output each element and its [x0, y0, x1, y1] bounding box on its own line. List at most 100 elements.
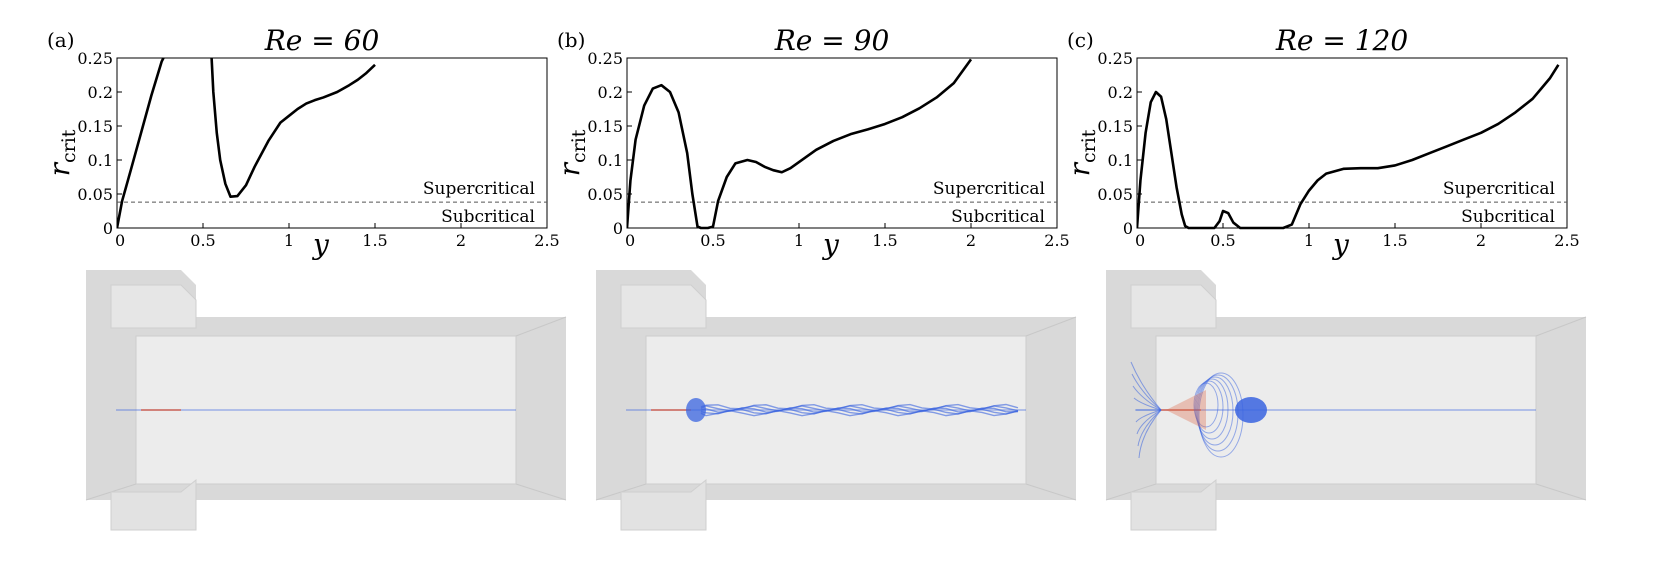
axes-box	[626, 57, 1058, 229]
x-tick-label: 0	[625, 231, 635, 250]
x-tick-label: 2.5	[1044, 231, 1069, 250]
edge-line	[1025, 483, 1077, 501]
vortex-bubble	[686, 398, 706, 422]
edge-line	[1535, 316, 1587, 337]
panel-label: (a)	[47, 28, 75, 52]
inlet-block	[620, 284, 707, 329]
supercritical-label: Supercritical	[423, 179, 535, 199]
y-axis-label: rcrit	[43, 129, 80, 176]
chart-title: Re = 60	[264, 24, 380, 57]
streak-line	[1133, 397, 1162, 411]
x-tick-label: 0.5	[190, 231, 215, 250]
y-tick-label: 0.05	[587, 185, 623, 204]
subcritical-label: Subcritical	[1461, 207, 1555, 227]
channel-interior	[135, 335, 517, 485]
chart-title: Re = 120	[1275, 24, 1408, 57]
y-tick-label: 0.25	[77, 49, 113, 68]
y-tick-label: 0.15	[1097, 117, 1133, 136]
streak-line	[1137, 409, 1162, 447]
x-tick-label: 1	[794, 231, 804, 250]
y-tick-label: 0.1	[598, 151, 623, 170]
y-tick-label: 0.05	[1097, 185, 1133, 204]
x-tick-label: 0	[1135, 231, 1145, 250]
streak-line	[1130, 361, 1162, 411]
subcritical-label: Subcritical	[441, 207, 535, 227]
y-tick-label: 0	[613, 219, 623, 238]
x-tick-label: 2.5	[534, 231, 559, 250]
y-axis-label: rcrit	[553, 129, 590, 176]
flow-view-3	[1105, 270, 1587, 531]
y-tick-label: 0.2	[598, 83, 623, 102]
inlet-block	[1130, 284, 1217, 329]
r-crit-curve-segment-1	[117, 57, 165, 229]
y-tick-label: 0.2	[88, 83, 113, 102]
supercritical-label: Supercritical	[1443, 179, 1555, 199]
y-tick-label: 0.15	[77, 117, 113, 136]
channel-interior	[1155, 335, 1537, 485]
x-tick-label: 2	[966, 231, 976, 250]
x-tick-label: 2	[1476, 231, 1486, 250]
streak-line	[1135, 409, 1162, 423]
chart-panel-3: 0 0.5 1 1.5 2 2.5 0 0.05 0.1 0.15 0.2 0.25Supercrit…	[1063, 24, 1580, 261]
x-tick-label: 1.5	[362, 231, 387, 250]
streak-line	[1132, 385, 1162, 411]
recirculation-cone	[1166, 390, 1206, 430]
x-tick-label: 0.5	[1210, 231, 1235, 250]
chart-panels: 0 0.5 1 1.5 2 2.5 0 0.05 0.1 0.15 0.2 0.25Supercrit…	[43, 24, 1580, 261]
y-tick-label: 0.05	[77, 185, 113, 204]
x-axis-label: y	[311, 228, 330, 261]
vortex-bubble	[1235, 397, 1267, 423]
edge-line	[1535, 483, 1587, 501]
x-tick-label: 0	[115, 231, 125, 250]
r-crit-curve-segment-1	[627, 58, 973, 230]
r-crit-curve-segment-1	[1137, 64, 1560, 230]
edge-line	[515, 316, 567, 337]
y-tick-label: 0.15	[587, 117, 623, 136]
flow-visualizations	[85, 270, 1587, 531]
wake-filament	[700, 409, 1019, 417]
x-tick-label: 1.5	[872, 231, 897, 250]
axes-box	[116, 57, 548, 229]
chart-panel-2: 0 0.5 1 1.5 2 2.5 0 0.05 0.1 0.15 0.2 0.25Supercrit…	[553, 24, 1070, 261]
x-tick-label: 1	[284, 231, 294, 250]
y-tick-label: 0	[1123, 219, 1133, 238]
y-tick-label: 0	[103, 219, 113, 238]
chart-panel-1: 0 0.5 1 1.5 2 2.5 0 0.05 0.1 0.15 0.2 0.25Supercrit…	[43, 24, 560, 261]
y-axis-label: rcrit	[1063, 129, 1100, 176]
outlet-block	[620, 478, 707, 531]
panel-label: (c)	[1067, 28, 1094, 52]
streak-line	[1138, 409, 1162, 459]
y-tick-label: 0.2	[1108, 83, 1133, 102]
x-tick-label: 2	[456, 231, 466, 250]
axes-box	[1136, 57, 1568, 229]
spiral-loop	[1194, 380, 1224, 434]
outlet-block	[110, 478, 197, 531]
y-tick-label: 0.1	[88, 151, 113, 170]
r-crit-curve-segment-2	[210, 57, 376, 199]
wake-filament	[700, 405, 1019, 412]
edge-line	[1025, 316, 1077, 337]
supercritical-label: Supercritical	[933, 179, 1045, 199]
panel-label: (b)	[557, 28, 585, 52]
subcritical-label: Subcritical	[951, 207, 1045, 227]
y-tick-label: 0.25	[587, 49, 623, 68]
x-tick-label: 2.5	[1554, 231, 1579, 250]
x-tick-label: 1	[1304, 231, 1314, 250]
x-axis-label: y	[821, 228, 840, 261]
spiral-loop	[1196, 376, 1234, 446]
y-tick-label: 0.25	[1097, 49, 1133, 68]
chart-title: Re = 90	[774, 24, 890, 57]
edge-line	[515, 483, 567, 501]
flow-view-1	[85, 270, 567, 531]
flow-view-2	[595, 270, 1077, 531]
streak-line	[1131, 373, 1162, 411]
y-tick-label: 0.1	[1108, 151, 1133, 170]
x-tick-label: 0.5	[700, 231, 725, 250]
inlet-block	[110, 284, 197, 329]
outlet-block	[1130, 478, 1217, 531]
x-tick-label: 1.5	[1382, 231, 1407, 250]
spiral-loop	[1195, 378, 1229, 440]
streak-line	[1136, 409, 1162, 435]
x-axis-label: y	[1331, 228, 1350, 261]
